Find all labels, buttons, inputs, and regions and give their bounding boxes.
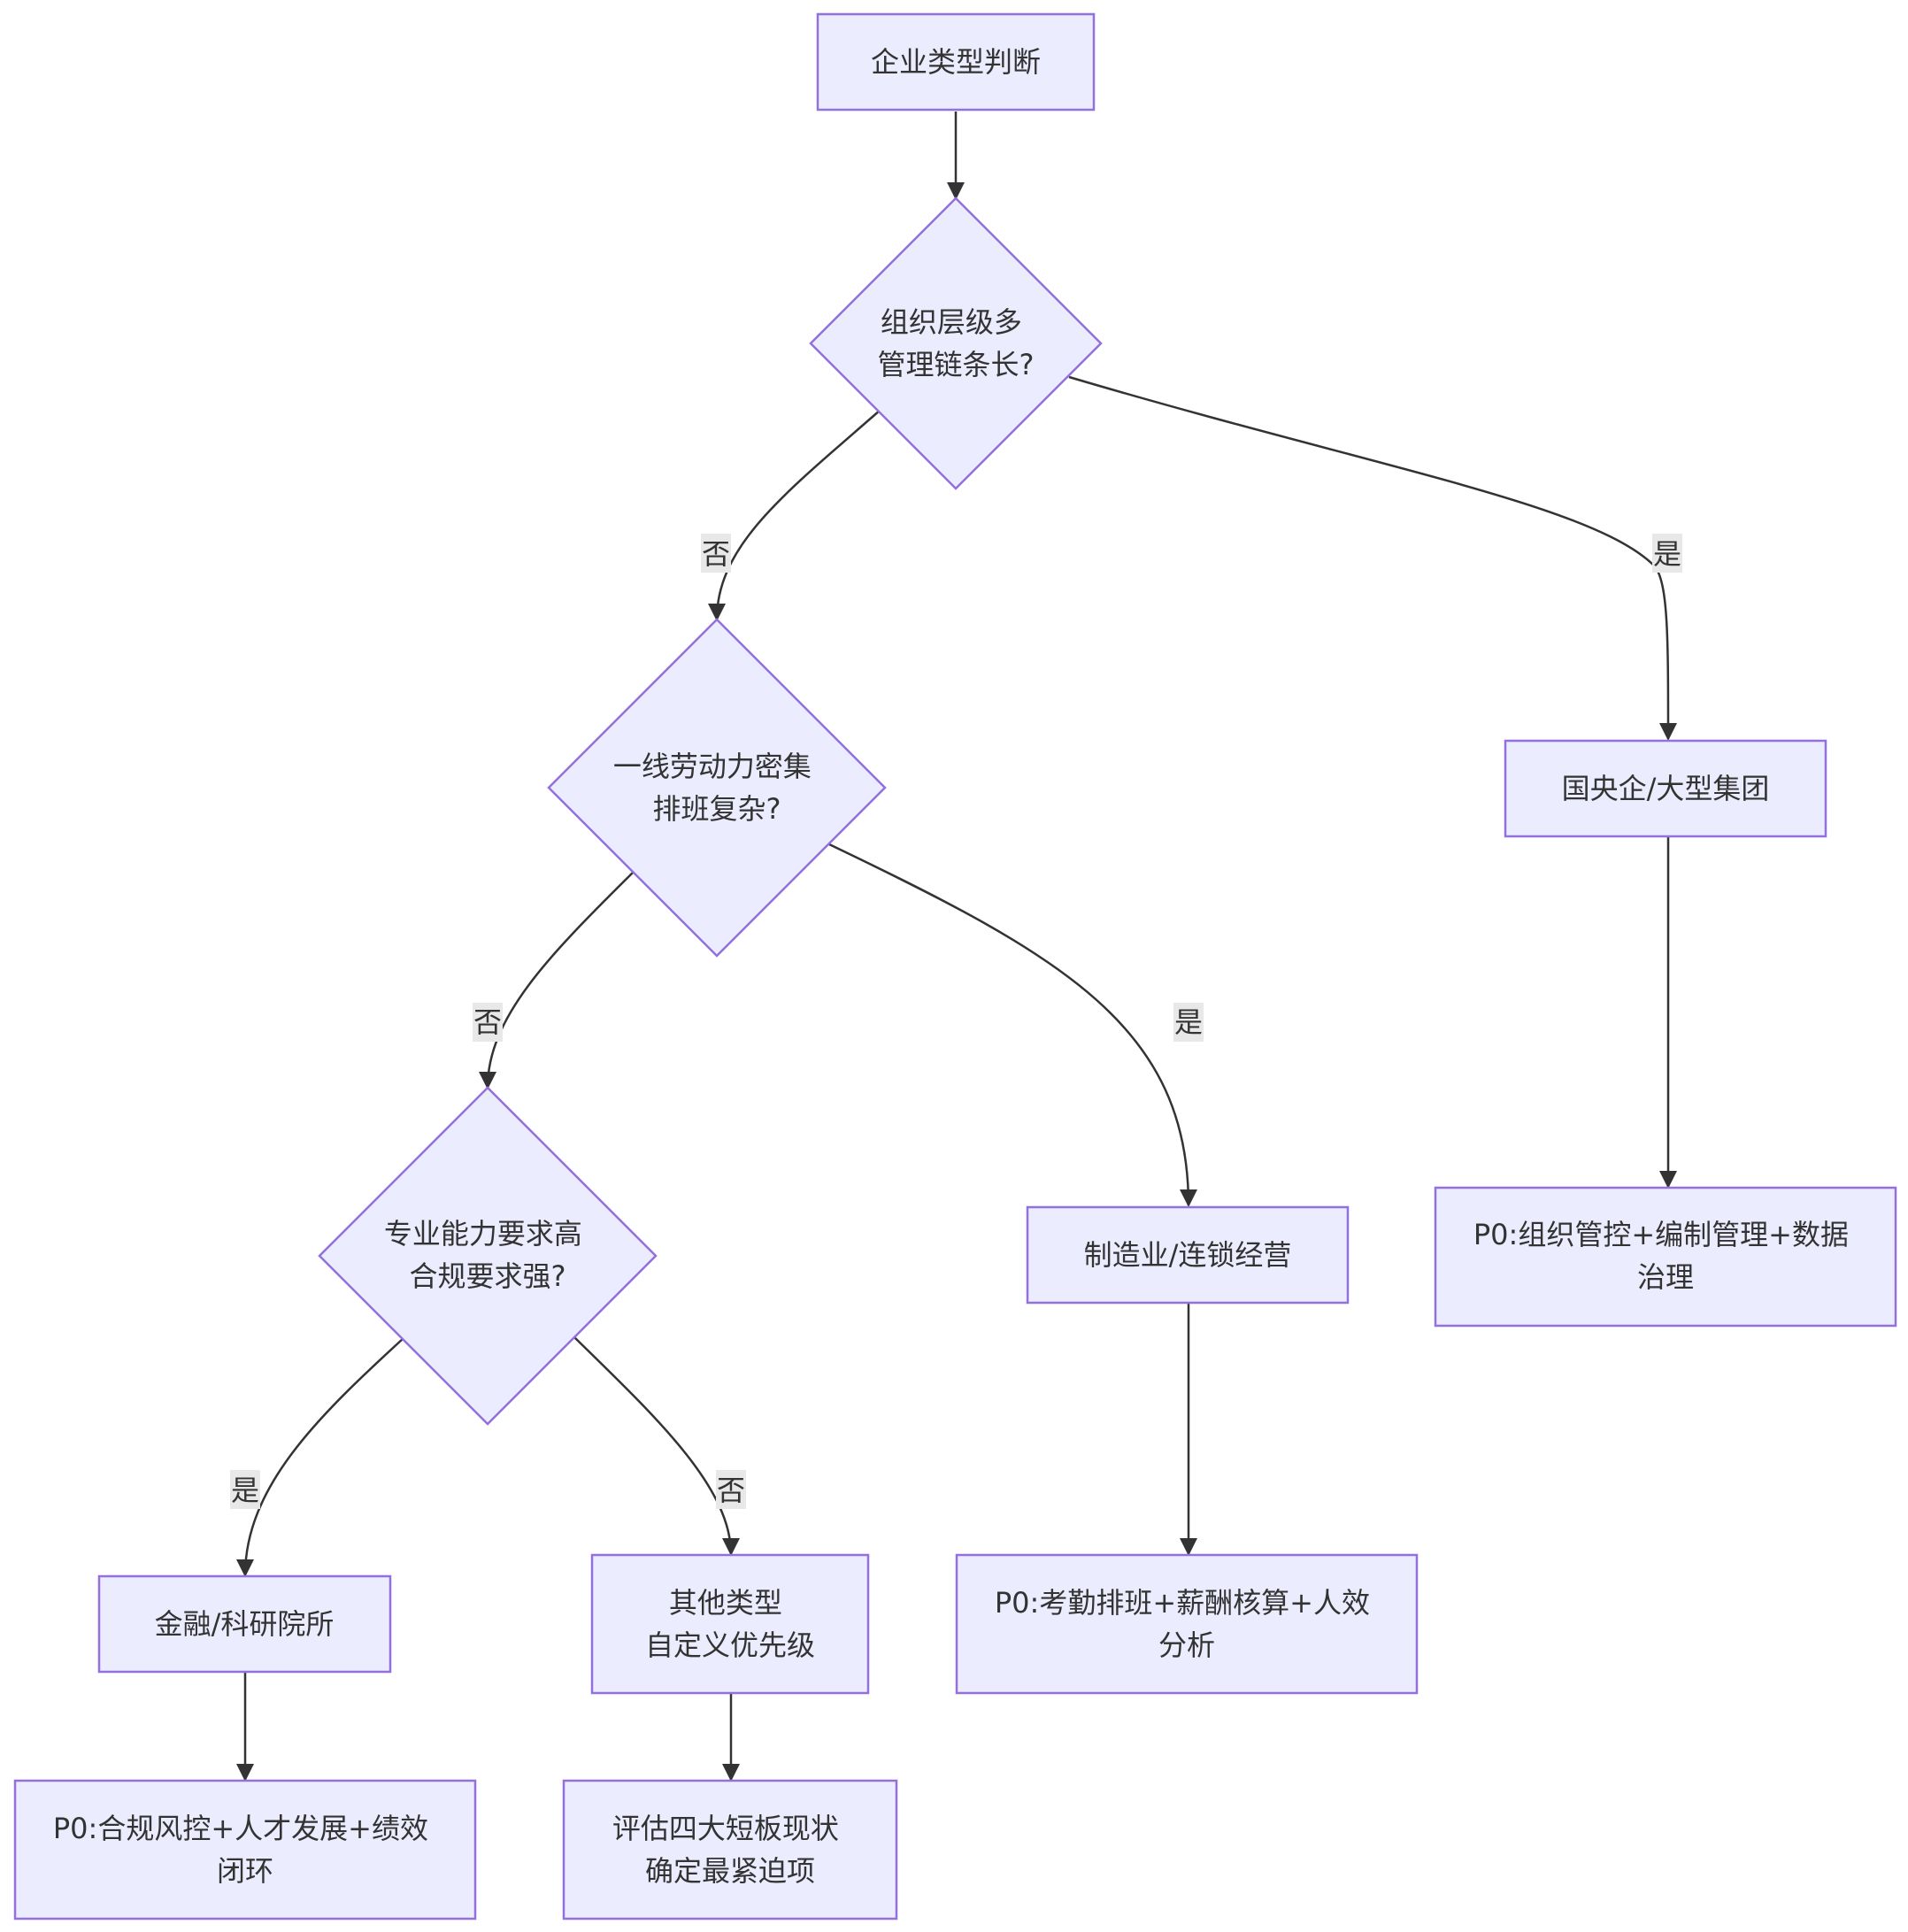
svg-text:组织层级多 管理链条长?: 组织层级多 管理链条长? [878, 305, 1035, 381]
node-other-eval-line-2: 确定最紧迫项 [645, 1854, 815, 1888]
edge-q3-yes [236, 1337, 404, 1577]
node-manufacturing-line-1: 制造业/连锁经营 [1084, 1238, 1292, 1272]
node-state-owned-p0-line-1: P0:组织管控+编制管理+数据 [1473, 1218, 1849, 1251]
node-finance-p0-line-2: 闭环 [217, 1854, 273, 1888]
node-finance-line-1: 金融/科研院所 [155, 1607, 335, 1641]
decision-q2: 一线劳动力密集 排班复杂? [547, 618, 887, 958]
svg-text:其他类型 自定义优先级: 其他类型 自定义优先级 [645, 1586, 815, 1662]
edge-label-q1-yes: 是 [1653, 537, 1681, 571]
node-state-owned-p0: P0:组织管控+编制管理+数据 治理 [1434, 1186, 1897, 1328]
edge-q3-no [573, 1335, 740, 1556]
edge-label-q3-yes: 是 [231, 1474, 259, 1507]
node-other-eval-line-1: 评估四大短板现状 [612, 1812, 839, 1845]
svg-text:国央企/大型集团: 国央企/大型集团 [1562, 772, 1770, 805]
decision-q1-line-2: 管理链条长? [878, 348, 1035, 381]
node-state-owned-line-1: 国央企/大型集团 [1562, 772, 1770, 805]
node-finance-p0-line-1: P0:合规风控+人才发展+绩效 [53, 1812, 428, 1845]
edge-q2-no [479, 871, 635, 1089]
decision-q3: 专业能力要求高 合规要求强? [318, 1086, 658, 1426]
node-state-owned: 国央企/大型集团 [1504, 739, 1827, 838]
svg-text:P0:合规风控+人才发展+绩效 闭环: P0:合规风控+人才发展+绩效 闭环 [53, 1812, 437, 1888]
node-start: 企业类型判断 [816, 12, 1096, 112]
node-manufacturing-p0: P0:考勤排班+薪酬核算+人效 分析 [955, 1553, 1419, 1695]
edge-label-q3-no: 否 [717, 1474, 745, 1507]
edge-label-q2-yes: 是 [1174, 1005, 1203, 1039]
node-other: 其他类型 自定义优先级 [590, 1553, 870, 1695]
decision-q2-line-2: 排班复杂? [653, 792, 781, 826]
node-manufacturing: 制造业/连锁经营 [1026, 1205, 1350, 1305]
svg-text:评估四大短板现状 确定最紧迫项: 评估四大短板现状 确定最紧迫项 [612, 1812, 848, 1888]
node-finance: 金融/科研院所 [97, 1574, 392, 1674]
node-manufacturing-p0-line-2: 分析 [1158, 1628, 1215, 1662]
svg-text:P0:组织管控+编制管理+数据 治理: P0:组织管控+编制管理+数据 治理 [1473, 1218, 1858, 1294]
node-other-eval: 评估四大短板现状 确定最紧迫项 [562, 1779, 898, 1920]
svg-text:一线劳动力密集 排班复杂?: 一线劳动力密集 排班复杂? [613, 750, 820, 826]
edge-q2-yes [828, 843, 1197, 1207]
edge-q1-yes [1068, 375, 1677, 741]
svg-text:金融/科研院所: 金融/科研院所 [155, 1607, 335, 1641]
node-start-line-1: 企业类型判断 [871, 45, 1041, 79]
node-finance-p0: P0:合规风控+人才发展+绩效 闭环 [13, 1779, 477, 1920]
decision-q1: 组织层级多 管理链条长? [809, 196, 1103, 490]
svg-text:P0:考勤排班+薪酬核算+人效 分析: P0:考勤排班+薪酬核算+人效 分析 [995, 1586, 1379, 1662]
decision-q2-line-1: 一线劳动力密集 [613, 750, 812, 783]
node-other-line-1: 其他类型 [669, 1586, 782, 1620]
decision-q3-line-1: 专业能力要求高 [384, 1217, 582, 1251]
decision-q1-line-1: 组织层级多 [881, 305, 1022, 339]
node-other-line-2: 自定义优先级 [645, 1628, 815, 1662]
svg-text:企业类型判断: 企业类型判断 [871, 45, 1041, 79]
node-manufacturing-p0-line-1: P0:考勤排班+薪酬核算+人效 [995, 1586, 1370, 1620]
svg-text:专业能力要求高 合规要求强?: 专业能力要求高 合规要求强? [384, 1217, 591, 1293]
svg-text:制造业/连锁经营: 制造业/连锁经营 [1084, 1238, 1292, 1272]
decision-q3-line-2: 合规要求强? [410, 1259, 566, 1293]
edge-q1-no [708, 409, 881, 621]
node-state-owned-p0-line-2: 治理 [1637, 1260, 1694, 1294]
edge-label-q1-no: 否 [702, 537, 730, 571]
edge-label-q2-no: 否 [473, 1005, 502, 1039]
